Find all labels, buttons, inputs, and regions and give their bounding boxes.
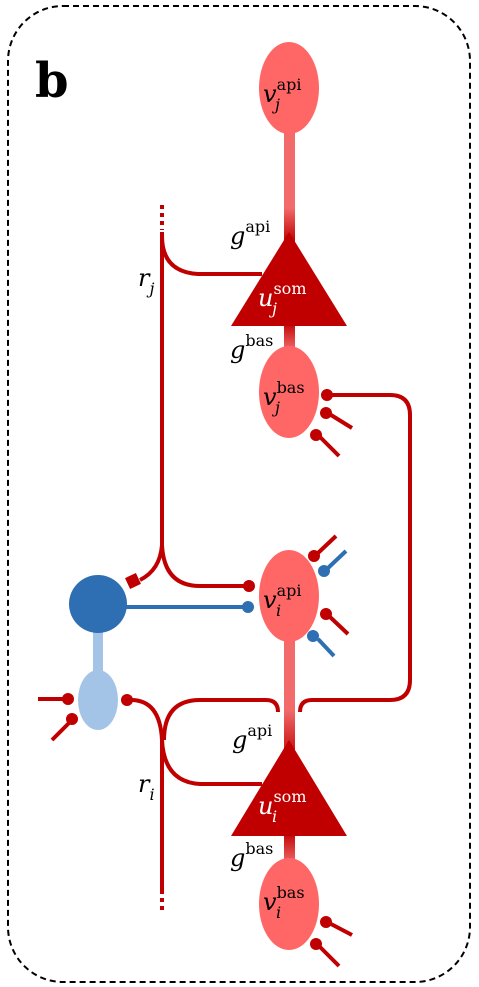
label-vi-bas-sub: i bbox=[276, 903, 281, 922]
input-basal-i-2 bbox=[318, 945, 341, 968]
input-basal-i-2-synapse bbox=[310, 938, 322, 950]
label-ri-base: r bbox=[138, 770, 151, 798]
label-vj-bas-base: v bbox=[263, 383, 277, 411]
label-gj-bas: gbas bbox=[230, 331, 273, 364]
input-apical-i-red-1-synapse bbox=[308, 550, 320, 562]
label-gj-bas-sup: bas bbox=[245, 331, 273, 350]
label-gj-api-base: g bbox=[230, 222, 245, 250]
label-uj-som-sub: j bbox=[269, 299, 277, 318]
label-vj-api-sup: api bbox=[277, 75, 302, 94]
label-gi-api: gapi bbox=[232, 721, 272, 754]
input-apical-i-red-2-synapse bbox=[320, 608, 332, 620]
synapse-feedback-basal-j bbox=[321, 389, 333, 401]
axon-ri-to-soma bbox=[160, 739, 262, 786]
label-vi-bas-base: v bbox=[263, 888, 277, 916]
axon-rj-to-apical-i bbox=[160, 544, 248, 588]
input-apical-i-blue-1 bbox=[326, 549, 348, 570]
input-basal-j-1-synapse bbox=[320, 407, 332, 419]
label-gi-api-base: g bbox=[232, 726, 247, 754]
soma-j bbox=[231, 232, 347, 326]
input-apical-i-blue-2 bbox=[316, 637, 336, 658]
synapse-rj-interneuron bbox=[125, 573, 141, 589]
label-rj-base: r bbox=[138, 264, 151, 292]
label-vj-bas-sup: bas bbox=[277, 378, 305, 397]
label-ui-som-base: u bbox=[258, 792, 273, 820]
label-vj-bas-sub: j bbox=[272, 398, 280, 417]
input-interneuron-1-synapse bbox=[62, 693, 74, 705]
label-gj-api-sup: api bbox=[245, 217, 270, 236]
interneuron-dendrite bbox=[78, 670, 118, 730]
synapse-interneuron-apical-i bbox=[242, 601, 254, 613]
label-ri: ri bbox=[138, 770, 155, 804]
label-uj-som-base: u bbox=[258, 284, 273, 312]
input-interneuron-2-synapse bbox=[66, 713, 78, 725]
soma-i bbox=[231, 740, 347, 836]
basal-compartment-i bbox=[259, 858, 319, 950]
input-apical-i-blue-2-synapse bbox=[307, 630, 319, 642]
axon-rj-to-soma bbox=[160, 235, 262, 276]
interneuron-soma bbox=[69, 575, 127, 633]
input-apical-i-red-2 bbox=[328, 615, 350, 636]
basal-shaft-i bbox=[284, 832, 295, 864]
label-rj-sub: j bbox=[146, 279, 154, 298]
label-vj-api-base: v bbox=[263, 80, 277, 108]
input-basal-i-1 bbox=[330, 922, 353, 937]
input-basal-i-1-synapse bbox=[320, 916, 332, 928]
basal-shaft-j bbox=[284, 322, 295, 350]
apical-compartment-j bbox=[259, 42, 319, 134]
label-gi-bas-base: g bbox=[230, 844, 245, 872]
panel-label: b bbox=[35, 53, 69, 109]
label-ui-som-sup: som bbox=[273, 787, 306, 806]
label-vi-api-base: v bbox=[263, 586, 277, 614]
apical-shaft-j bbox=[284, 130, 295, 208]
axon-rj-to-interneuron bbox=[139, 544, 164, 582]
input-basal-j-1 bbox=[329, 413, 354, 430]
feedback-loop-i-to-basal-j bbox=[162, 393, 412, 741]
input-basal-j-2-synapse bbox=[310, 429, 322, 441]
input-apical-i-blue-1-synapse bbox=[318, 565, 330, 577]
label-gi-bas-sup: bas bbox=[245, 839, 273, 858]
basal-compartment-j bbox=[259, 346, 319, 438]
interneuron-shaft bbox=[93, 625, 103, 675]
label-gi-api-sup: api bbox=[247, 721, 272, 740]
label-ui-som-sub: i bbox=[272, 807, 277, 826]
label-vi-bas-sup: bas bbox=[277, 883, 305, 902]
label-vi-api-sup: api bbox=[277, 581, 302, 600]
input-apical-i-red-1 bbox=[316, 534, 338, 555]
dashed-frame bbox=[7, 5, 471, 983]
label-gj-api: gapi bbox=[230, 217, 270, 250]
input-interneuron-2 bbox=[50, 720, 72, 742]
apical-shaft-j-gradient bbox=[284, 208, 295, 242]
label-gi-bas: gbas bbox=[230, 839, 273, 872]
label-gj-bas-base: g bbox=[230, 336, 245, 364]
synapse-rj-apical-i bbox=[243, 580, 255, 592]
label-vj-api-sub: j bbox=[272, 95, 280, 114]
label-ri-sub: i bbox=[149, 785, 154, 804]
apical-compartment-i bbox=[259, 550, 319, 642]
input-basal-j-2 bbox=[318, 435, 341, 458]
label-vi-api-sub: i bbox=[276, 601, 281, 620]
apical-shaft-i-gradient bbox=[284, 710, 295, 760]
label-rj: rj bbox=[138, 264, 154, 298]
label-uj-som-sup: som bbox=[273, 279, 306, 298]
apical-shaft-i bbox=[284, 630, 295, 710]
synapse-ri-interneuron bbox=[121, 694, 133, 706]
axon-ri-from-interneuron bbox=[130, 698, 164, 890]
